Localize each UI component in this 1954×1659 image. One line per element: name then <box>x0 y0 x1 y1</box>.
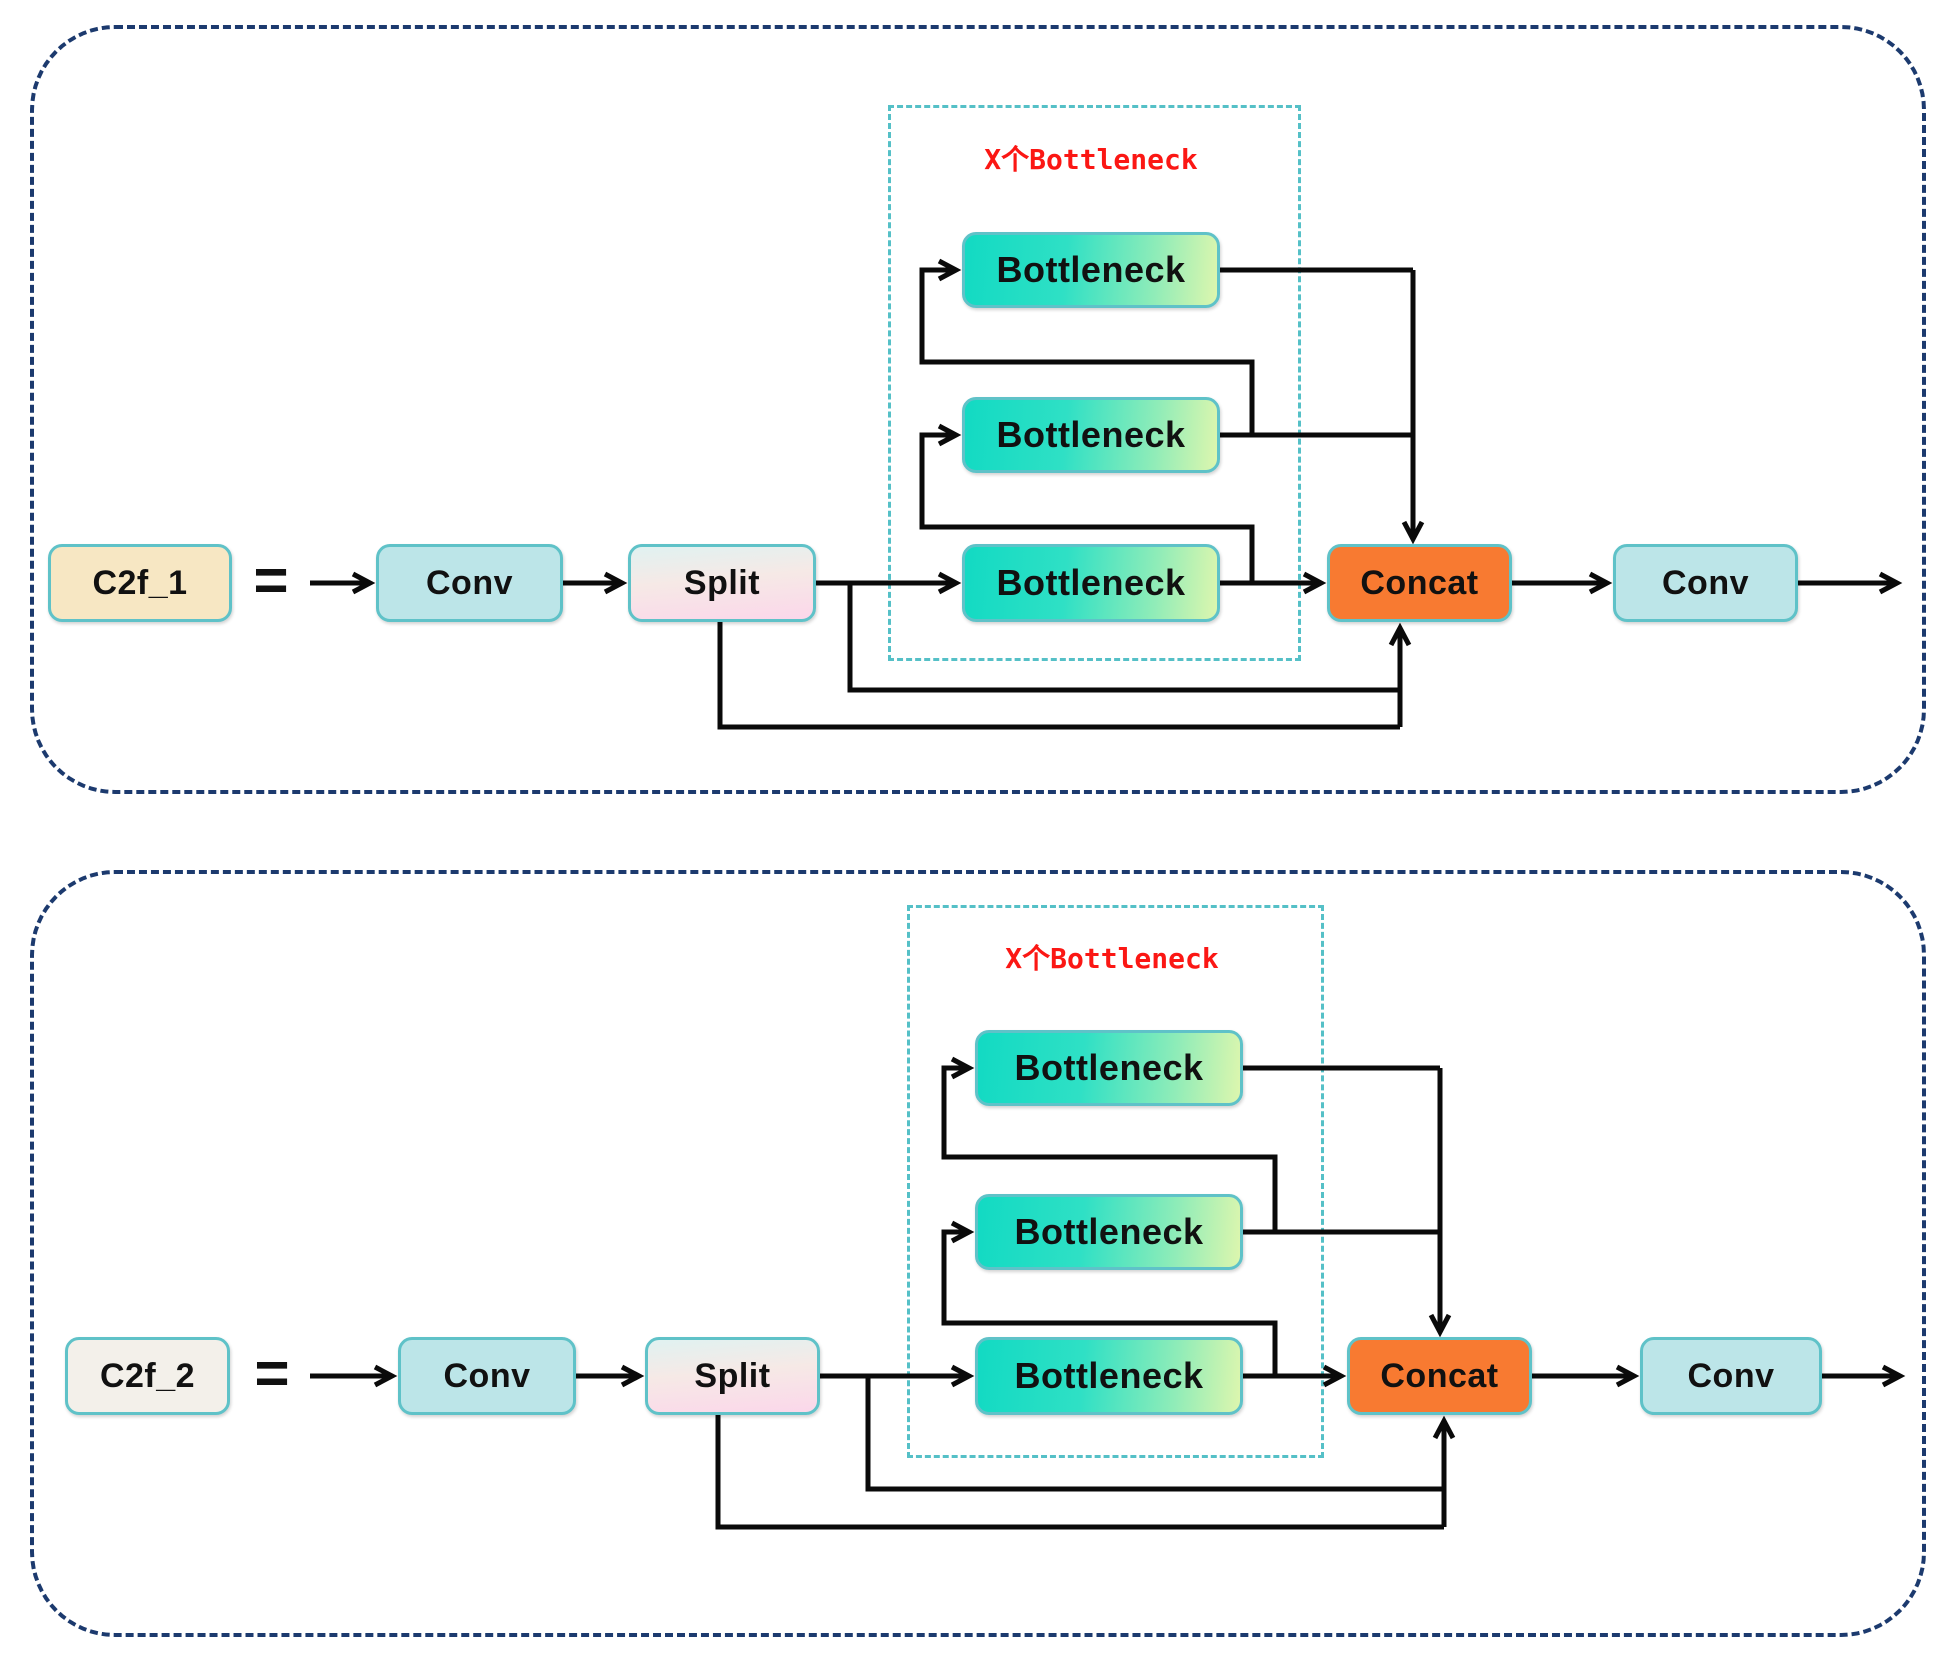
c2f2-conv-in-text: Conv <box>443 1356 531 1395</box>
c2f1-conv-in-text: Conv <box>426 563 513 602</box>
c2f1-concat-node: Concat <box>1327 544 1512 622</box>
c2f2-bottleneck-1-node: Bottleneck <box>975 1030 1243 1106</box>
d2-loop-b3-to-b2 <box>941 1220 1278 1376</box>
c2f2-title-text: C2f_2 <box>99 1356 196 1395</box>
c2f1-outer-dashed-frame <box>30 25 1926 794</box>
c2f1-bottleneck-1-text: Bottleneck <box>996 249 1186 290</box>
c2f2-conv-out-text: Conv <box>1687 1356 1775 1395</box>
c2f2-concat-text: Concat <box>1380 1356 1499 1395</box>
c2f1-conv-out-node: Conv <box>1613 544 1798 622</box>
c2f1-bottleneck-1-node: Bottleneck <box>962 232 1220 308</box>
c2f1-split-node: Split <box>628 544 816 622</box>
c2f2-title-node: C2f_2 <box>65 1337 230 1415</box>
c2f2-bottleneck-1-text: Bottleneck <box>1014 1047 1204 1088</box>
c2f2-outer-dashed-frame <box>30 870 1926 1637</box>
c2f1-bottleneck-2-text: Bottleneck <box>996 414 1186 455</box>
c2f2-conv-in-node: Conv <box>398 1337 576 1415</box>
c2f1-bottleneck-2-node: Bottleneck <box>962 397 1220 473</box>
d1-loop-b3-to-b2 <box>919 423 1255 583</box>
c2f1-conv-out-text: Conv <box>1662 563 1749 602</box>
c2f2-split-node: Split <box>645 1337 820 1415</box>
c2f1-bottleneck-3-text: Bottleneck <box>996 562 1186 603</box>
d2-split-bottom-bypass <box>715 1415 1444 1530</box>
c2f1-bottleneck-count-label: X个Bottleneck <box>984 143 1198 176</box>
c2f1-bottleneck-group-frame <box>888 105 1301 661</box>
c2f2-bottleneck-3-text: Bottleneck <box>1014 1355 1204 1396</box>
d1-split-branch-bypass <box>847 583 1400 693</box>
c2f1-conv-in-node: Conv <box>376 544 563 622</box>
d1-loop-b2-to-b1 <box>919 258 1255 435</box>
c2f2-bottleneck-2-node: Bottleneck <box>975 1194 1243 1270</box>
d1-split-bottom-bypass <box>717 622 1400 730</box>
c2f2-bottleneck-count-label: X个Bottleneck <box>1005 942 1219 975</box>
d2-split-branch-bypass <box>865 1376 1444 1492</box>
c2f2-bottleneck-2-text: Bottleneck <box>1014 1211 1204 1252</box>
c2f2-bottleneck-3-node: Bottleneck <box>975 1337 1243 1415</box>
c2f2-equals-sign: = <box>254 1339 290 1407</box>
c2f2-split-text: Split <box>694 1356 771 1395</box>
c2f1-split-text: Split <box>683 563 761 602</box>
c2f1-title-text: C2f_1 <box>92 563 188 602</box>
c2f1-equals-sign: = <box>253 546 289 614</box>
c2f1-bottleneck-3-node: Bottleneck <box>962 544 1220 622</box>
c2f1-title-node: C2f_1 <box>48 544 232 622</box>
d2-loop-b2-to-b1 <box>941 1056 1278 1232</box>
c2f1-concat-text: Concat <box>1360 563 1479 602</box>
c2f2-conv-out-node: Conv <box>1640 1337 1822 1415</box>
c2f2-bottleneck-group-frame <box>907 905 1324 1458</box>
c2f2-concat-node: Concat <box>1347 1337 1532 1415</box>
